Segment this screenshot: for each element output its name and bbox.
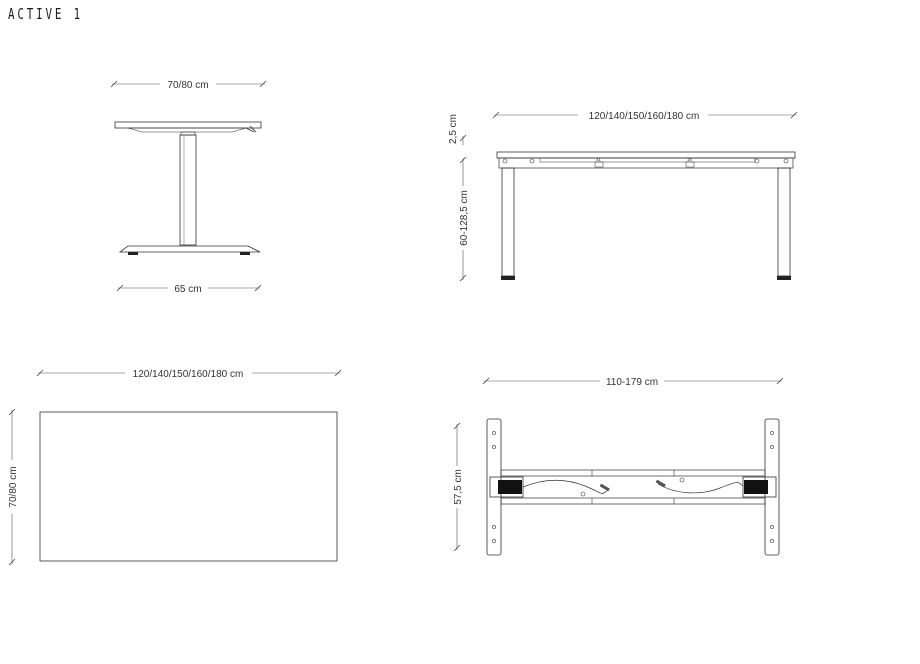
product-title: ACTIVE 1 <box>8 5 84 23</box>
front-thickness-dimension: 2,5 cm <box>448 114 467 145</box>
frame-depth-label: 57,5 cm <box>453 469 464 505</box>
front-marker-a: A1 <box>596 157 602 162</box>
frame-rail-top <box>500 469 766 477</box>
side-foot <box>118 245 261 253</box>
side-column <box>179 134 197 246</box>
frame-connector-right <box>655 479 666 488</box>
front-desktop <box>496 151 796 159</box>
frame-connector-left <box>599 483 610 492</box>
front-width-label: 120/140/150/160/180 cm <box>589 111 700 122</box>
side-glide-left <box>128 252 138 255</box>
front-foot-left <box>501 276 515 280</box>
side-base-width-label: 65 cm <box>174 284 201 295</box>
top-depth-dimension: 70/80 cm <box>8 408 19 566</box>
side-top-width-dimension: 70/80 cm <box>110 80 267 91</box>
frame-cable-left <box>522 479 609 494</box>
side-handset <box>245 127 255 133</box>
top-depth-label: 70/80 cm <box>8 466 19 507</box>
top-desktop-outline <box>39 411 338 562</box>
side-top-bracket <box>127 127 247 133</box>
top-width-dimension: 120/140/150/160/180 cm <box>36 369 342 380</box>
front-view: 120/140/150/160/180 cm 2,5 cm 60-128,5 c… <box>448 111 798 282</box>
front-frame-rail <box>498 157 794 169</box>
front-height-label: 60-128,5 cm <box>459 190 470 246</box>
front-leg-right <box>777 167 791 277</box>
frame-view: 110-179 cm 57,5 cm <box>453 377 784 556</box>
front-width-dimension: 120/140/150/160/180 cm <box>492 111 798 122</box>
front-marker-b: 1B <box>687 157 692 162</box>
top-view: 120/140/150/160/180 cm 70/80 cm <box>8 369 342 566</box>
front-thickness-label: 2,5 cm <box>448 114 459 144</box>
side-base-width-dimension: 65 cm <box>116 284 262 295</box>
front-height-dimension: 60-128,5 cm <box>459 156 470 282</box>
side-glide-right <box>240 252 250 255</box>
frame-cable-right <box>657 482 744 494</box>
frame-width-dimension: 110-179 cm <box>482 377 784 388</box>
side-desktop <box>114 121 262 129</box>
side-view: 70/80 cm 65 cm <box>110 80 267 295</box>
frame-width-label: 110-179 cm <box>606 377 658 388</box>
front-foot-right <box>777 276 791 280</box>
top-width-label: 120/140/150/160/180 cm <box>133 369 244 380</box>
frame-rail-bottom <box>500 497 766 505</box>
front-leg-left <box>501 167 515 277</box>
frame-motor-right <box>742 476 777 498</box>
side-top-width-label: 70/80 cm <box>167 80 208 91</box>
frame-depth-dimension: 57,5 cm <box>453 422 464 552</box>
